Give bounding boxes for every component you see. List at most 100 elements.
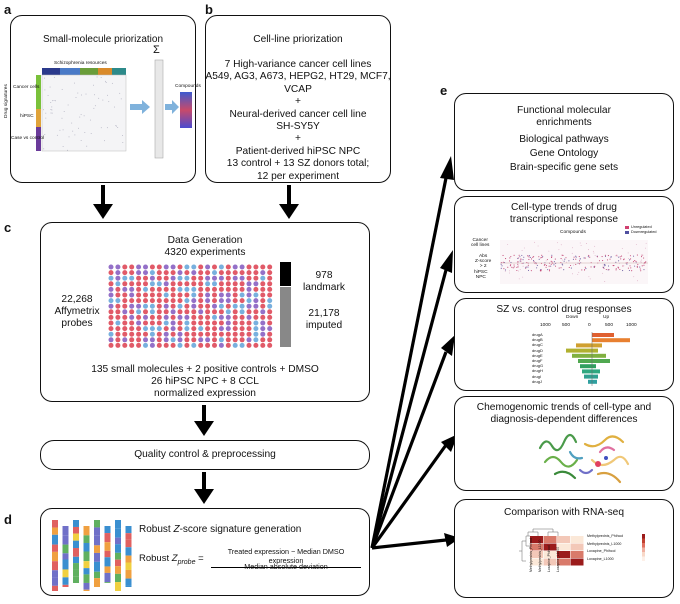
matrix-dot — [232, 314, 238, 320]
matrix-dot — [129, 326, 135, 332]
e2-point — [575, 256, 577, 258]
e3-drug: drugJ — [532, 378, 543, 384]
matrix-dot — [156, 303, 162, 309]
e2-point — [551, 261, 553, 263]
matrix-dot — [122, 286, 128, 292]
e3-bar-up — [592, 353, 606, 358]
heatmap-legend — [642, 547, 645, 552]
matrix-dot — [253, 326, 259, 332]
heatmap-cell — [530, 558, 543, 566]
matrix-dot — [163, 281, 169, 287]
e2-point — [526, 265, 528, 267]
matrix-dot — [177, 286, 183, 292]
signature-segment — [62, 559, 69, 570]
matrix-dot — [218, 326, 224, 332]
matrix-dot — [136, 292, 142, 298]
matrix-dot — [122, 292, 128, 298]
matrix-dot — [267, 314, 273, 320]
matrix-dot — [177, 309, 183, 315]
matrix-dot — [198, 281, 204, 287]
signature-segment — [104, 557, 111, 567]
e2-point — [570, 264, 572, 267]
e2-point — [622, 265, 624, 267]
heatmap-speck — [94, 94, 95, 96]
e2-point — [522, 259, 524, 261]
matrix-dot — [205, 320, 211, 326]
matrix-dot — [246, 331, 252, 337]
e2-point — [557, 242, 558, 244]
matrix-dot — [260, 298, 266, 304]
e2-point — [640, 261, 642, 263]
matrix-dot — [122, 275, 128, 281]
matrix-dot — [232, 292, 238, 298]
matrix-dot — [108, 309, 114, 315]
signature-segment — [83, 551, 90, 562]
panel-a-heatmap-header: Schizophrenia resources — [54, 61, 107, 66]
e2-point — [502, 254, 504, 257]
e2-point — [590, 266, 592, 268]
signature-segment — [125, 562, 132, 570]
matrix-dot — [239, 298, 245, 304]
e2-point — [509, 265, 511, 267]
matrix-dot — [260, 314, 266, 320]
signature-segment — [83, 542, 90, 552]
matrix-dot — [184, 275, 190, 281]
matrix-dot — [267, 286, 273, 292]
e2-point — [594, 255, 596, 257]
matrix-dot — [122, 264, 128, 270]
matrix-dot — [205, 326, 211, 332]
heatmap-cell — [543, 543, 557, 551]
signature-segment — [73, 520, 79, 527]
matrix-dot — [149, 270, 155, 276]
e2-point — [532, 256, 534, 258]
matrix-dot — [267, 331, 273, 337]
e2-point — [623, 258, 625, 260]
panel-a-row-case: Case vs control — [11, 136, 45, 141]
e3-bar-up — [592, 343, 602, 348]
matrix-dot — [129, 337, 135, 343]
matrix-dot — [136, 275, 142, 281]
matrix-dot — [232, 309, 238, 315]
matrix-dot — [156, 331, 162, 337]
e3-bar-up — [592, 338, 630, 343]
matrix-dot — [225, 326, 231, 332]
matrix-dot — [239, 331, 245, 337]
e2-point — [603, 263, 605, 265]
signature-segment — [94, 535, 100, 546]
matrix-dot — [260, 320, 266, 326]
signature-segment — [52, 544, 58, 552]
panel-b-title: Cell-line priorization — [253, 34, 343, 45]
e4-title-1: Chemogenomic trends of cell-type and — [476, 402, 652, 413]
matrix-dot — [149, 309, 155, 315]
matrix-dot — [267, 342, 273, 348]
heatmap-speck — [81, 94, 82, 96]
matrix-dot — [122, 320, 128, 326]
matrix-dot — [184, 281, 190, 287]
e2-point — [510, 261, 512, 263]
heatmap-speck — [67, 149, 68, 151]
e2-point — [536, 264, 538, 266]
matrix-dot — [115, 309, 121, 315]
e2-point — [578, 271, 580, 273]
matrix-dot — [212, 264, 217, 270]
signature-segment — [83, 582, 90, 590]
signature-segment — [52, 520, 58, 528]
matrix-dot — [253, 292, 259, 298]
e3-tick: 1000 — [540, 323, 551, 328]
e2-point — [561, 263, 563, 265]
matrix-dot — [156, 270, 162, 276]
matrix-dot — [108, 314, 114, 320]
panel-letter-c: c — [4, 220, 12, 235]
e2-point — [579, 258, 581, 260]
matrix-dot — [267, 264, 273, 270]
signature-segment — [73, 540, 79, 549]
matrix-dot — [191, 326, 197, 332]
matrix-dot — [163, 286, 169, 292]
matrix-dot — [184, 314, 190, 320]
matrix-dot — [143, 326, 148, 332]
signature-segment — [83, 561, 90, 569]
heatmap-speck — [44, 134, 46, 135]
heatmap-speck — [77, 92, 79, 94]
